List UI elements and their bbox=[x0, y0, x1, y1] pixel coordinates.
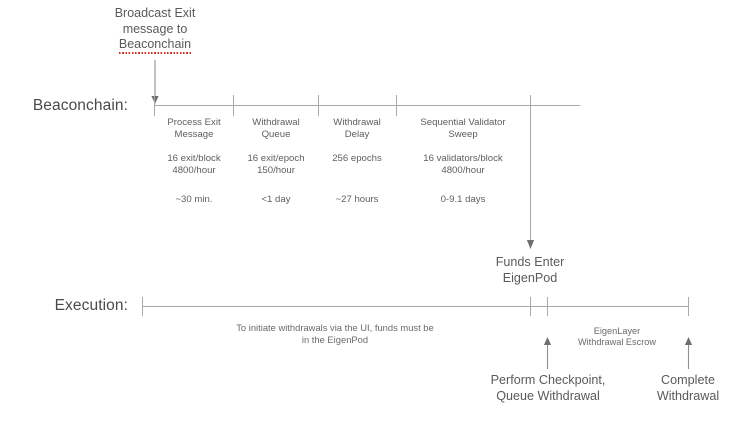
complete-line1: Complete bbox=[661, 373, 715, 387]
execution-ui-note-line1: To initiate withdrawals via the UI, fund… bbox=[236, 322, 434, 333]
beaconchain-tick-0 bbox=[154, 95, 155, 116]
funds-enter-line2: EigenPod bbox=[502, 271, 558, 285]
segment-1-rate-line1: 16 exit/epoch bbox=[247, 153, 305, 164]
segment-3-duration: 0-9.1 days bbox=[440, 194, 486, 205]
checkpoint-line2: Queue Withdrawal bbox=[496, 389, 600, 403]
complete-line2: Withdrawal bbox=[656, 389, 720, 403]
segment-1-title-line1: Withdrawal bbox=[252, 117, 300, 128]
segment-2-rate: 256 epochs bbox=[316, 153, 398, 165]
segment-0-duration: ~30 min. bbox=[175, 194, 213, 205]
segment-3-rate-line2: 4800/hour bbox=[441, 164, 485, 176]
segment-3-title-line2: Sweep bbox=[448, 128, 478, 140]
complete-withdrawal-label: Complete Withdrawal bbox=[631, 372, 738, 404]
broadcast-down-arrow bbox=[148, 60, 164, 105]
segment-1-title-line2: Queue bbox=[261, 128, 291, 140]
beaconchain-axis bbox=[154, 105, 580, 106]
execution-axis bbox=[142, 306, 689, 307]
complete-up-arrow bbox=[681, 337, 697, 369]
beaconchain-tick-1 bbox=[233, 95, 234, 116]
funds-enter-line1: Funds Enter bbox=[495, 255, 565, 269]
segment-1-duration: <1 day bbox=[261, 194, 291, 205]
segment-2-title: Withdrawal Delay bbox=[316, 117, 398, 140]
execution-lane-label: Execution: bbox=[54, 297, 128, 314]
segment-1-title: Withdrawal Queue bbox=[234, 117, 318, 140]
segment-0-rate: 16 exit/block 4800/hour bbox=[152, 153, 236, 176]
segment-2-rate-line1: 256 epochs bbox=[332, 153, 382, 164]
segment-3-rate-line1: 16 validators/block bbox=[423, 153, 503, 164]
segment-0-rate-line1: 16 exit/block bbox=[167, 153, 221, 164]
segment-1-rate-line2: 150/hour bbox=[257, 164, 295, 176]
beaconchain-tick-4 bbox=[530, 95, 531, 116]
segment-3-title-line1: Sequential Validator bbox=[420, 117, 506, 128]
execution-tick-funds-arrive bbox=[530, 297, 531, 316]
beaconchain-tick-3 bbox=[396, 95, 397, 116]
segment-2-title-line2: Delay bbox=[344, 128, 370, 140]
execution-tick-checkpoint bbox=[547, 297, 548, 316]
segment-0-title-line2: Message bbox=[174, 128, 214, 140]
beaconchain-tick-2 bbox=[318, 95, 319, 116]
segment-3-title: Sequential Validator Sweep bbox=[397, 117, 529, 140]
checkpoint-up-arrow bbox=[540, 337, 556, 369]
segment-0-title-line1: Process Exit bbox=[167, 117, 221, 128]
broadcast-exit-line2: message to bbox=[122, 21, 188, 36]
funds-enter-eigenpod-label: Funds Enter EigenPod bbox=[460, 254, 600, 286]
funds-enter-down-arrow bbox=[523, 116, 539, 250]
escrow-note-line2: Withdrawal Escrow bbox=[577, 337, 657, 348]
execution-tick-complete bbox=[688, 297, 689, 316]
segment-1-rate: 16 exit/epoch 150/hour bbox=[234, 153, 318, 176]
broadcast-exit-line3: Beaconchain bbox=[118, 37, 192, 54]
execution-tick-start bbox=[142, 297, 143, 316]
segment-0-title: Process Exit Message bbox=[152, 117, 236, 140]
segment-3-rate: 16 validators/block 4800/hour bbox=[397, 153, 529, 176]
broadcast-exit-callout: Broadcast Exit message to Beaconchain bbox=[55, 6, 255, 54]
escrow-note-line1: EigenLayer bbox=[593, 326, 641, 336]
execution-ui-note: To initiate withdrawals via the UI, fund… bbox=[170, 322, 500, 345]
broadcast-exit-line1: Broadcast Exit bbox=[114, 6, 196, 20]
segment-2-title-line1: Withdrawal bbox=[333, 117, 381, 128]
perform-checkpoint-label: Perform Checkpoint, Queue Withdrawal bbox=[468, 372, 628, 404]
eigenlayer-escrow-note: EigenLayer Withdrawal Escrow bbox=[555, 326, 679, 349]
checkpoint-line1: Perform Checkpoint, bbox=[490, 373, 606, 387]
segment-2-duration: ~27 hours bbox=[335, 194, 379, 205]
segment-0-rate-line2: 4800/hour bbox=[172, 164, 216, 176]
beaconchain-lane-label: Beaconchain: bbox=[32, 97, 128, 114]
execution-ui-note-line2: in the EigenPod bbox=[301, 333, 369, 345]
